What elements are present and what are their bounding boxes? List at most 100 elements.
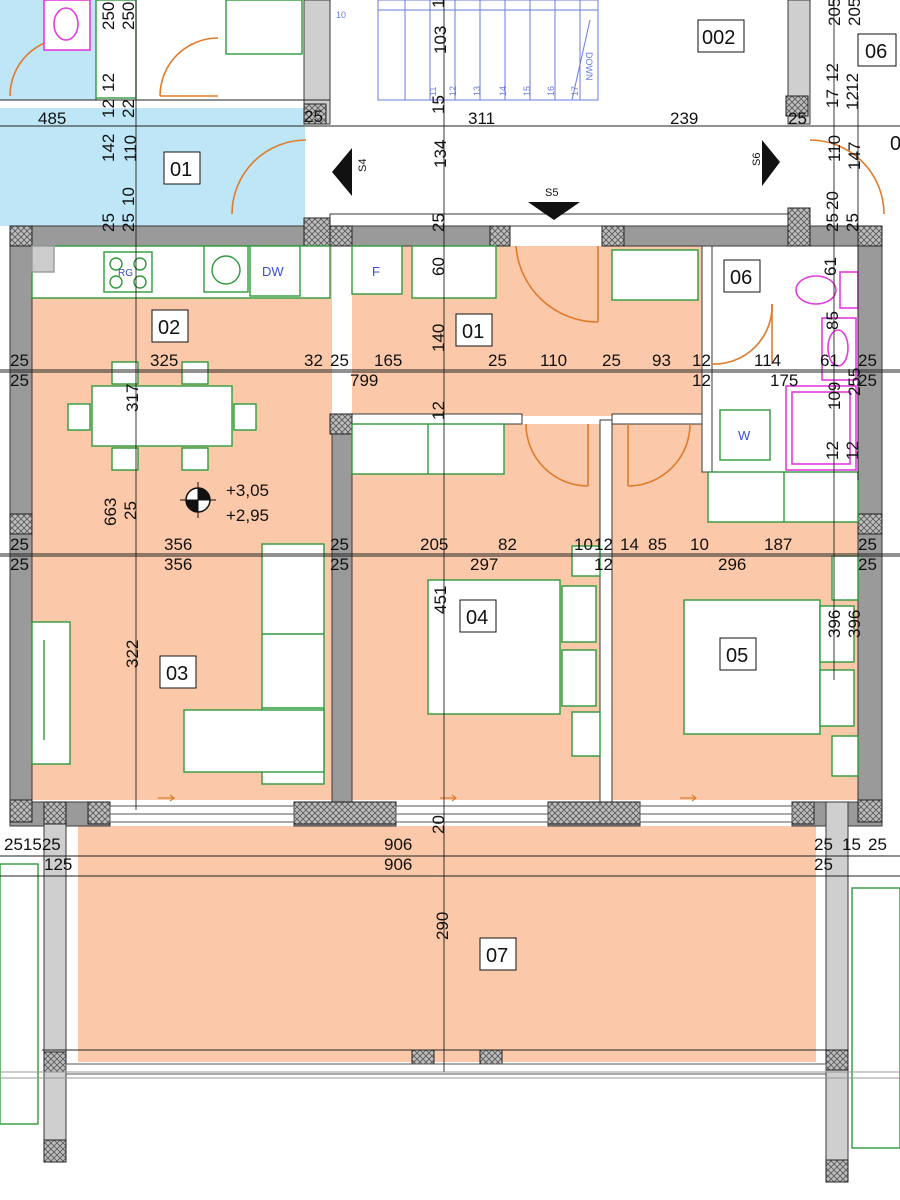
dim-label: 239 — [670, 109, 698, 128]
fridge-label: F — [372, 264, 380, 279]
chair — [111, 447, 139, 471]
hob-label: RG — [118, 268, 133, 279]
washer-label: W — [738, 428, 751, 443]
dim-label: 187 — [764, 535, 792, 554]
door-arc — [809, 139, 885, 215]
dim-label: 25 — [788, 109, 807, 128]
chair — [233, 403, 257, 431]
column — [303, 217, 331, 247]
column — [9, 799, 33, 823]
pillow — [561, 585, 597, 643]
terrace-sofa-right — [851, 887, 900, 1149]
pillow — [819, 669, 855, 727]
dim-label: 25 — [10, 351, 29, 370]
dim-label: 317 — [123, 384, 142, 412]
dim-label: 25 — [868, 835, 887, 854]
dim-label: 82 — [498, 535, 517, 554]
stairs — [377, 0, 599, 101]
wall-upper-left — [303, 0, 331, 125]
dim-label: 12 — [843, 441, 862, 460]
sofa-chaise — [183, 709, 325, 773]
door-arc — [525, 423, 589, 487]
room-label-002: 002 — [702, 27, 735, 49]
room-label-01-top: 01 — [170, 159, 192, 181]
elevation-marker — [180, 482, 216, 518]
dim-label: 175 — [770, 371, 798, 390]
furniture — [0, 0, 900, 1149]
stair-step-label: 15 — [522, 86, 532, 96]
dim-label: 25 — [814, 855, 833, 874]
dishwasher-label: DW — [262, 264, 284, 279]
door-arc — [711, 303, 773, 365]
dim-label: 205 — [825, 0, 844, 26]
door-arc — [627, 423, 691, 487]
dim-label: 25 — [10, 535, 29, 554]
column — [857, 799, 883, 823]
dim-label: 20 — [429, 815, 448, 834]
washer — [719, 409, 771, 461]
dim-label: 12 — [692, 371, 711, 390]
section-markers — [332, 140, 780, 220]
column — [825, 1159, 849, 1183]
dim-label: 396 — [845, 610, 864, 638]
dim-label: 296 — [718, 555, 746, 574]
doors — [9, 37, 885, 487]
wall-top-left — [9, 225, 351, 247]
dim-label: 290 — [433, 912, 452, 940]
dim-label: 25 — [858, 371, 877, 390]
dim-label: 165 — [374, 351, 402, 370]
dim-label: 25 — [858, 535, 877, 554]
dim-label: 61 — [820, 351, 839, 370]
dim-label: 322 — [123, 640, 142, 668]
wall-hall-partition-2 — [611, 413, 703, 425]
dim-label: 110 — [540, 351, 567, 370]
dim-label: 297 — [470, 555, 498, 574]
dim-label: 906 — [384, 835, 412, 854]
door-arc — [231, 139, 307, 215]
elevation-upper: +3,05 — [226, 481, 269, 500]
stair-step-label: 10 — [336, 10, 346, 20]
dishwasher — [249, 245, 301, 297]
dim-label: 17 — [823, 89, 842, 108]
toilet — [795, 275, 837, 305]
dim-label: 25 — [429, 213, 448, 232]
stair-direction: DOWN — [584, 52, 594, 81]
nightstand — [831, 735, 859, 777]
chair — [181, 361, 209, 385]
column — [9, 513, 33, 535]
column — [43, 1051, 67, 1073]
room-label-04: 04 — [466, 607, 488, 629]
terrace-sofa-left — [0, 863, 39, 1125]
window-terrace — [65, 1063, 827, 1075]
section-s5-label: S5 — [545, 187, 558, 199]
dim-label: 114 — [754, 351, 781, 370]
dim-label: 85 — [823, 311, 842, 330]
windows — [65, 805, 827, 1075]
dim-label: 12 — [99, 73, 118, 92]
dimension-texts: 250 250 12 103 205 205 12 12 12 485 22 1… — [4, 0, 887, 940]
door-arc — [515, 245, 599, 323]
columns — [9, 95, 883, 1183]
dim-label: 25 — [823, 213, 842, 232]
chair — [67, 403, 91, 431]
dim-label: 25 — [488, 351, 507, 370]
wall-bath-left — [701, 245, 713, 473]
column — [293, 801, 397, 825]
room-label-06-top: 06 — [865, 41, 887, 63]
dim-label: 25 — [99, 213, 118, 232]
hall-cabinet — [411, 245, 497, 299]
room-label-boxes — [151, 19, 897, 971]
column — [547, 801, 641, 825]
column — [9, 225, 33, 247]
room-label-0-edge: 0 — [890, 133, 900, 155]
room-label-07: 07 — [486, 945, 508, 967]
dim-label: 93 — [652, 351, 671, 370]
dim-label: 12 — [429, 0, 448, 8]
column — [329, 413, 353, 435]
room-label-06: 06 — [730, 267, 752, 289]
dim-label: 110 — [825, 135, 844, 162]
stair-step-label: 17 — [570, 86, 580, 96]
nightstand — [831, 555, 859, 601]
dim-label: 799 — [350, 371, 378, 390]
wall-bedroom-divider — [599, 419, 613, 803]
